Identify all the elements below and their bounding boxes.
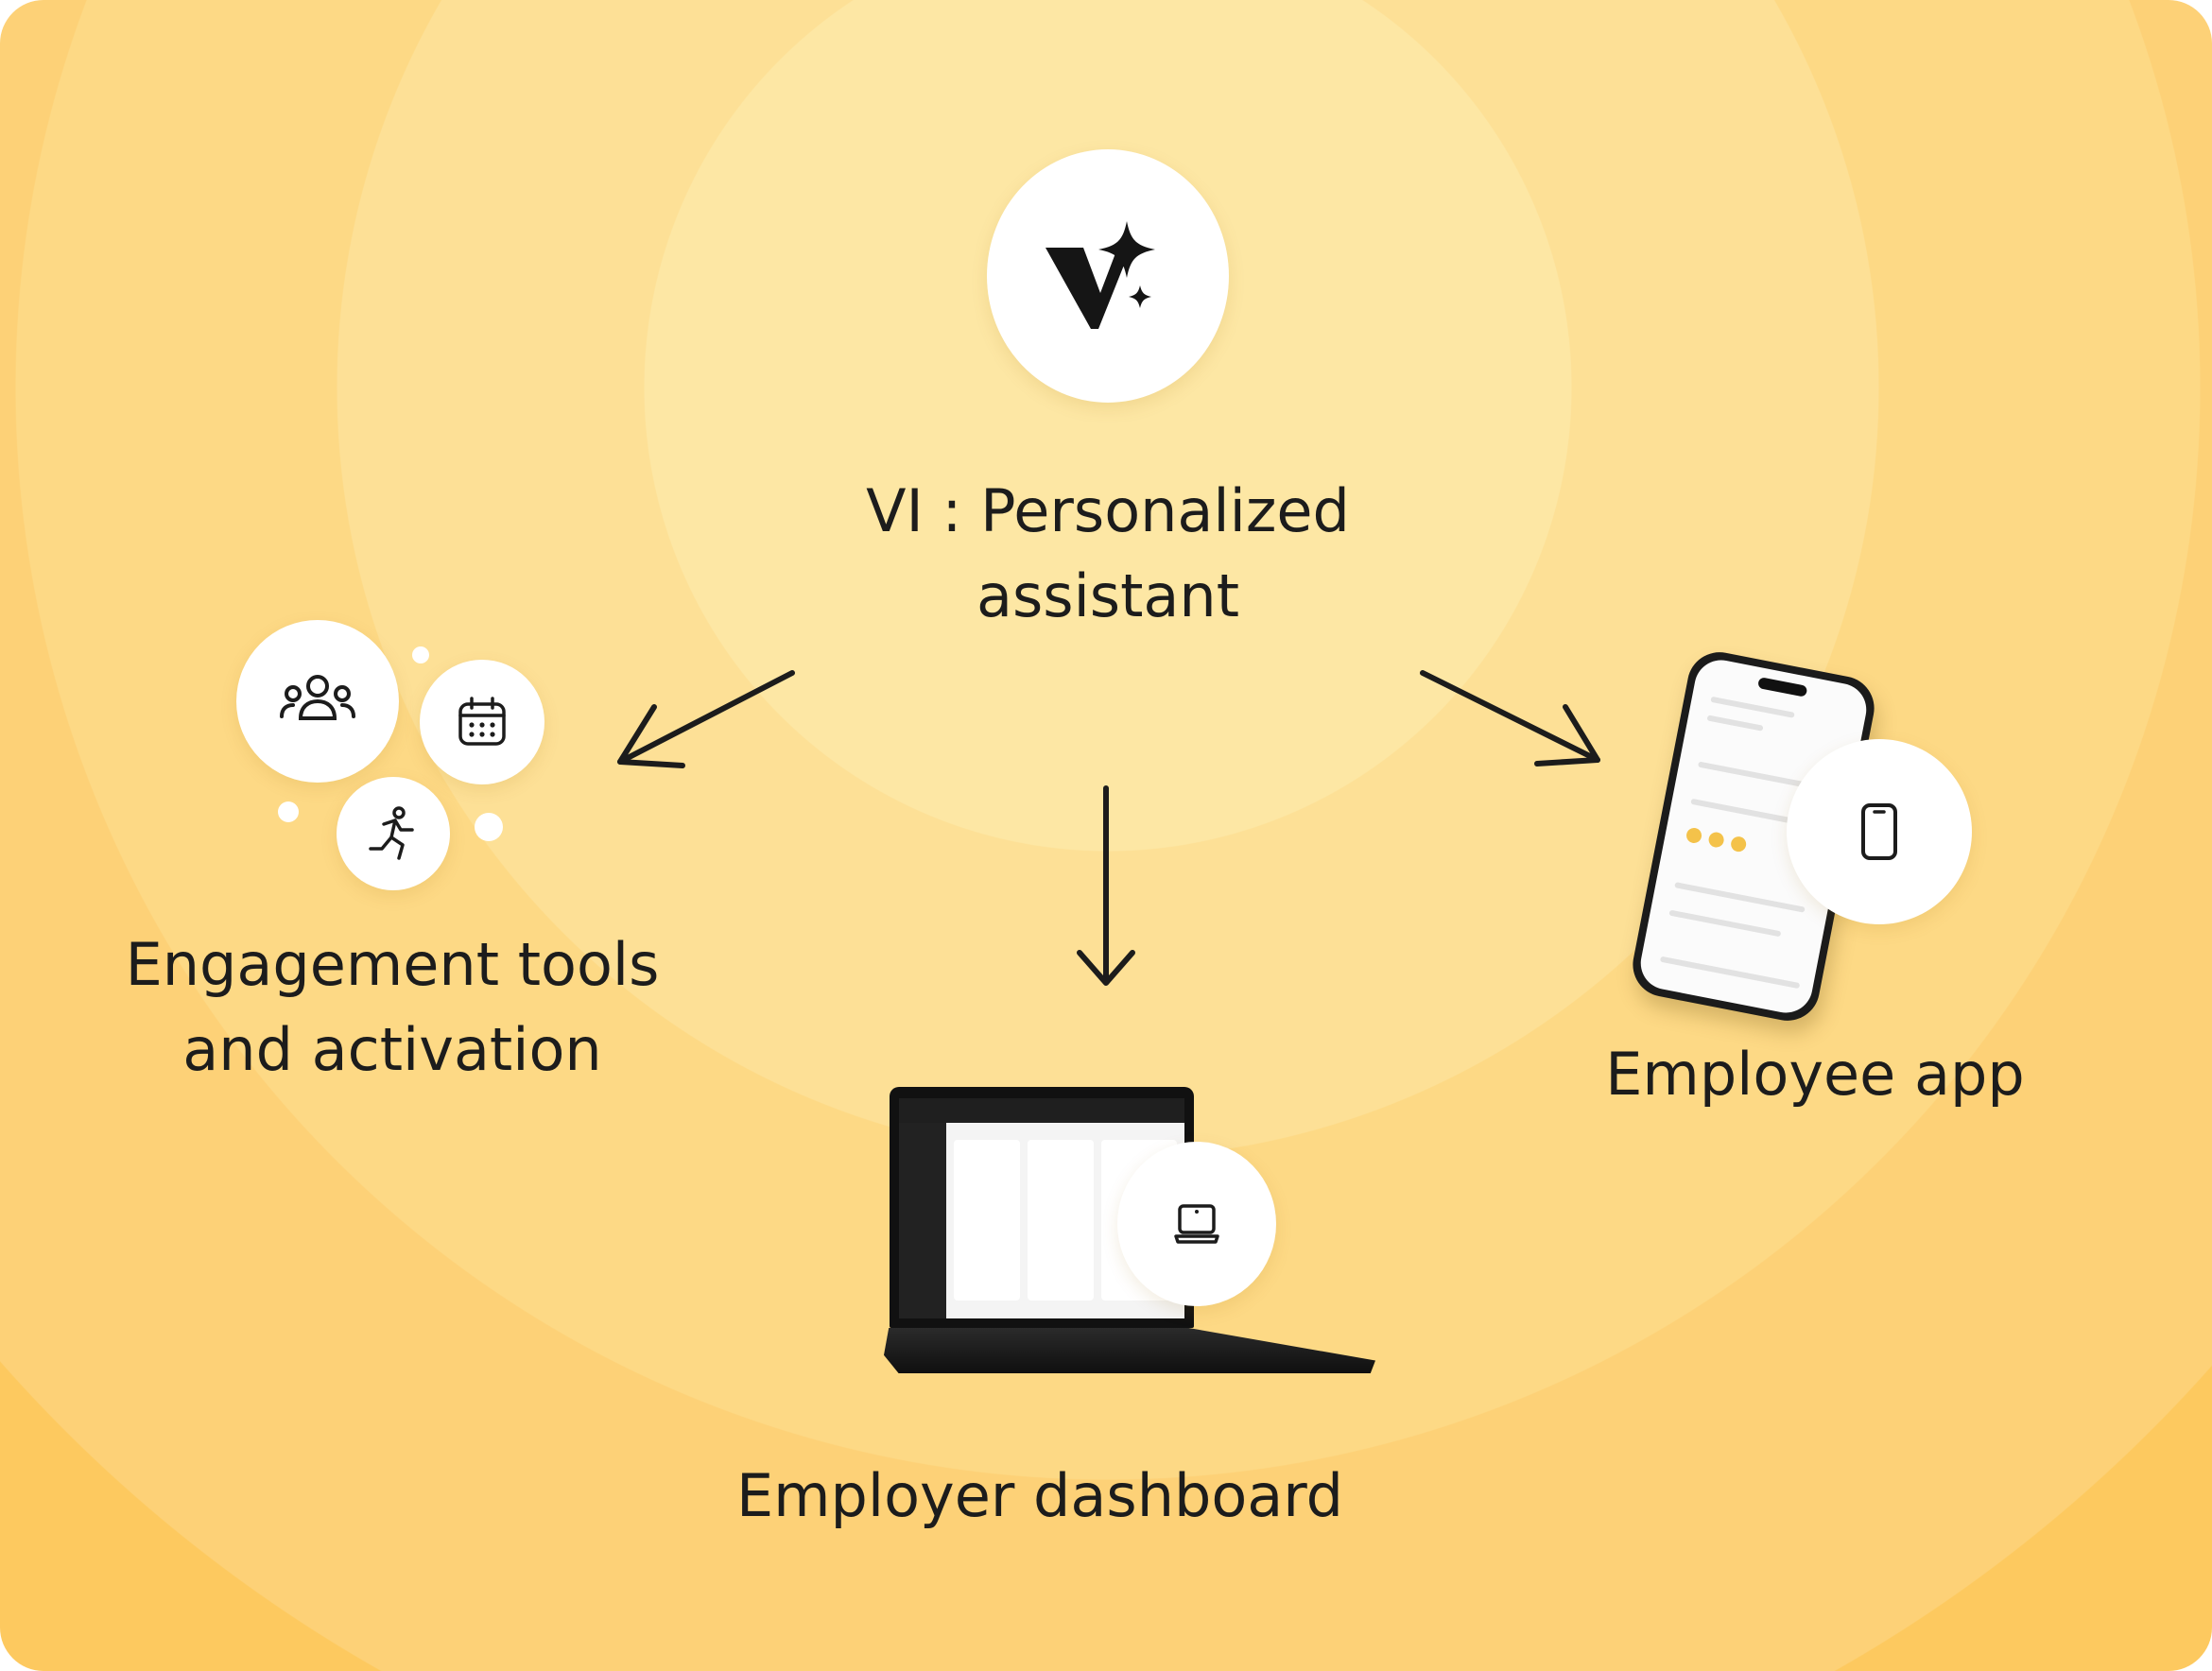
decor-dot — [412, 646, 429, 663]
laptop-base — [884, 1328, 1375, 1373]
running-person-icon — [369, 806, 414, 860]
running-person-icon-circle — [337, 777, 450, 890]
laptop-icon-circle — [1117, 1142, 1276, 1306]
app-tabbar — [1659, 956, 1801, 990]
phone-notch — [1757, 677, 1808, 698]
engagement-label-line1: Engagement tools — [125, 930, 660, 999]
hub-title-line2: assistant — [976, 561, 1240, 630]
dashboard-card — [954, 1140, 1020, 1301]
app-chip — [1685, 826, 1703, 845]
employer-dashboard-label: Employer dashboard — [735, 1461, 1344, 1530]
dashboard-sidebar — [899, 1123, 946, 1318]
app-line — [1690, 798, 1794, 824]
hub-title-line1: VI : Personalized — [866, 476, 1350, 545]
smartphone-icon-circle — [1787, 739, 1972, 924]
dashboard-topbar — [899, 1098, 1184, 1123]
calendar-icon — [458, 697, 506, 746]
people-group-icon — [280, 675, 355, 720]
arrow-to-dashboard — [1077, 785, 1135, 986]
employee-app-label: Employee app — [1605, 1040, 2025, 1109]
app-chip — [1729, 835, 1748, 853]
people-group-icon-circle — [236, 620, 399, 783]
smartphone-icon — [1861, 803, 1897, 860]
app-line — [1710, 696, 1795, 718]
dashboard-card — [1028, 1140, 1094, 1301]
arrow-to-employee-app — [1420, 670, 1600, 767]
decor-dot — [475, 813, 503, 841]
vi-sparkle-logo-icon — [1046, 221, 1155, 329]
app-line — [1668, 909, 1782, 938]
app-line — [1674, 882, 1806, 913]
decor-dot — [278, 801, 299, 822]
app-line — [1706, 715, 1764, 732]
hub-logo-circle — [987, 149, 1229, 403]
app-chip — [1707, 831, 1725, 849]
laptop-icon — [1174, 1204, 1219, 1244]
calendar-icon-circle — [420, 660, 544, 784]
arrow-to-engagement — [617, 670, 795, 768]
engagement-label-line2: and activation — [182, 1015, 602, 1084]
